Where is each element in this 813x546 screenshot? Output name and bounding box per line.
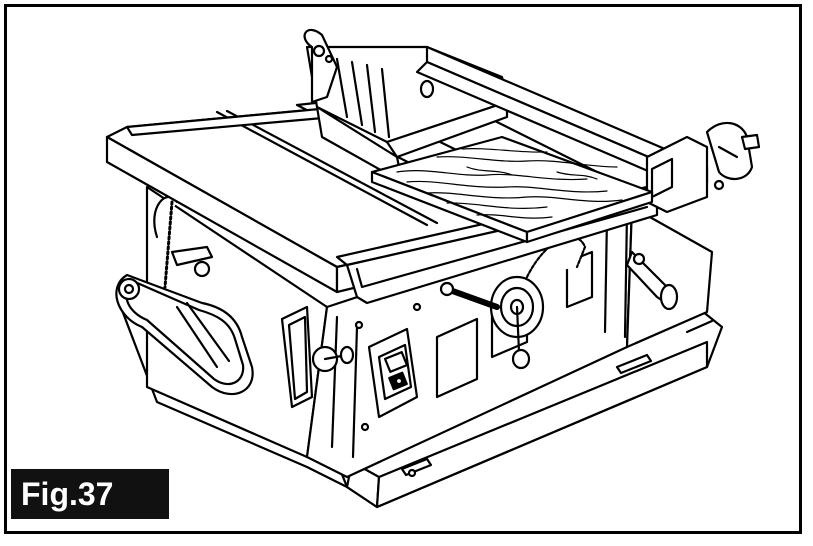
figure-label: Fig.37	[11, 469, 169, 519]
figure-frame: Fig.37	[4, 4, 802, 534]
saw-body	[145, 185, 714, 479]
table-saw-illustration-icon	[105, 28, 761, 509]
bevel-lock-handle	[280, 305, 355, 409]
drive-belt-assembly	[115, 195, 254, 396]
right-lever	[625, 250, 679, 311]
rip-fence	[415, 45, 761, 214]
power-switch-box	[367, 327, 419, 419]
wood-workpiece	[370, 135, 654, 244]
blade-height-handwheel	[439, 275, 545, 370]
